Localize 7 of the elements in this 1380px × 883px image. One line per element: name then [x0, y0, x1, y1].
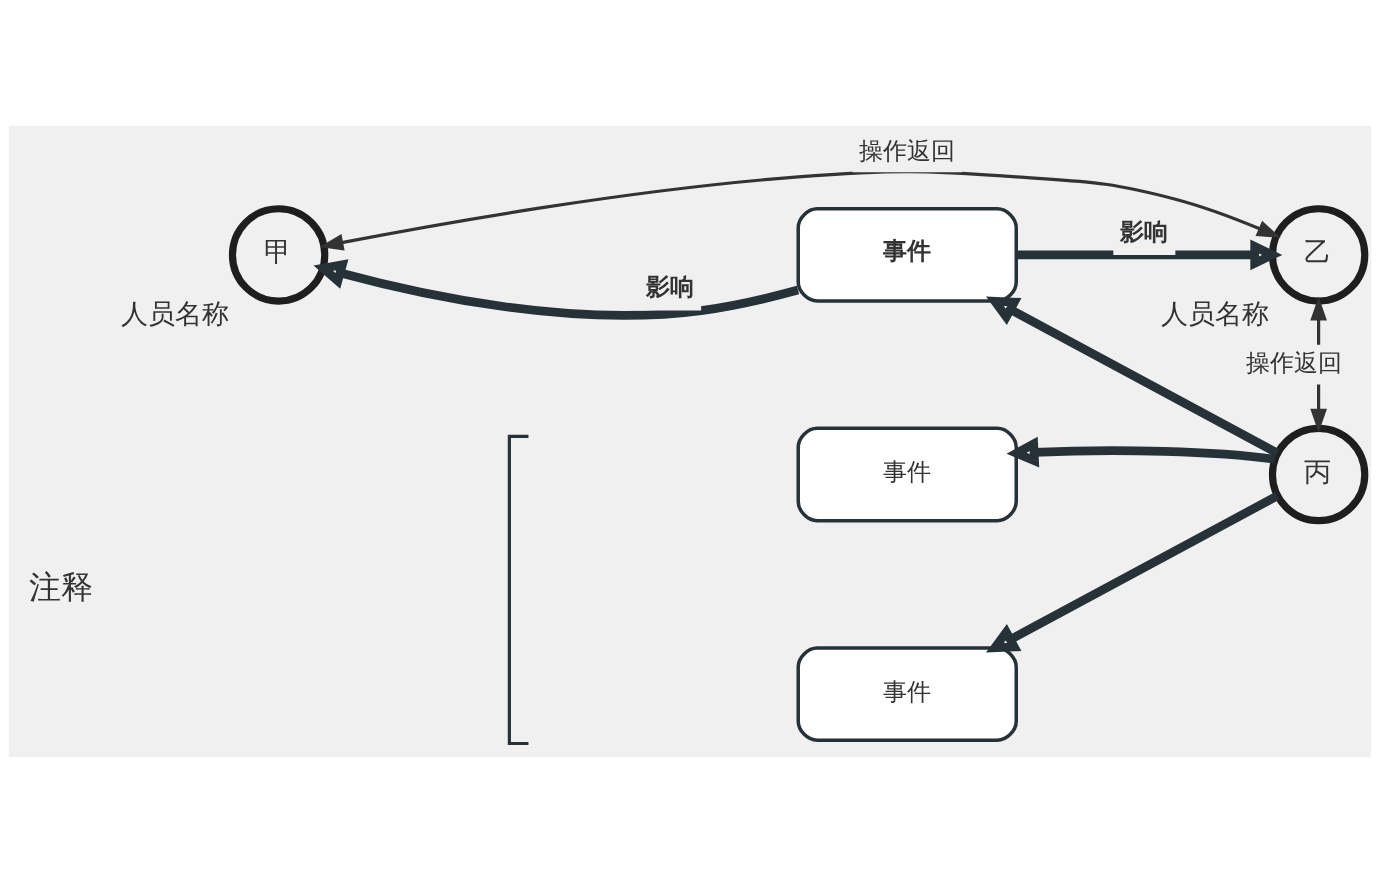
edge-label: 操作返回: [859, 136, 956, 165]
node-label: 人员名称: [1161, 297, 1270, 329]
edge-label: 影响: [646, 273, 695, 302]
edge-label: 影响: [1120, 217, 1169, 246]
node-label: 人员名称: [121, 297, 230, 329]
edge-label: 操作返回: [1246, 349, 1343, 378]
label: 注释: [28, 567, 93, 606]
